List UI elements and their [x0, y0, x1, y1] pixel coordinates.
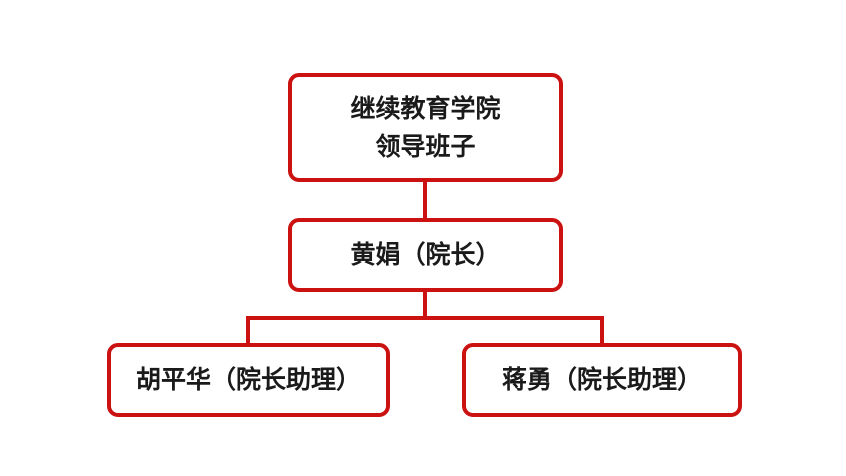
connector-drop-left: [246, 316, 250, 345]
connector-root-to-dean: [423, 180, 427, 220]
org-node-assistant-2-label: 蒋勇（院长助理）: [501, 366, 702, 394]
connector-drop-right: [600, 316, 604, 345]
connector-branch-horizontal: [246, 316, 604, 320]
org-node-assistant-2: 蒋勇（院长助理）: [462, 343, 742, 417]
org-node-root-line2: 领导班子: [375, 132, 476, 161]
org-node-root-line1: 继续教育学院: [350, 94, 501, 123]
org-node-root: 继续教育学院 领导班子: [288, 73, 563, 182]
connector-dean-stub: [423, 290, 427, 320]
org-node-assistant-1-label: 胡平华（院长助理）: [135, 366, 361, 394]
org-node-dean-label: 黄娟（院长）: [350, 241, 501, 269]
org-node-dean: 黄娟（院长）: [288, 218, 563, 292]
org-node-assistant-1: 胡平华（院长助理）: [107, 343, 390, 417]
